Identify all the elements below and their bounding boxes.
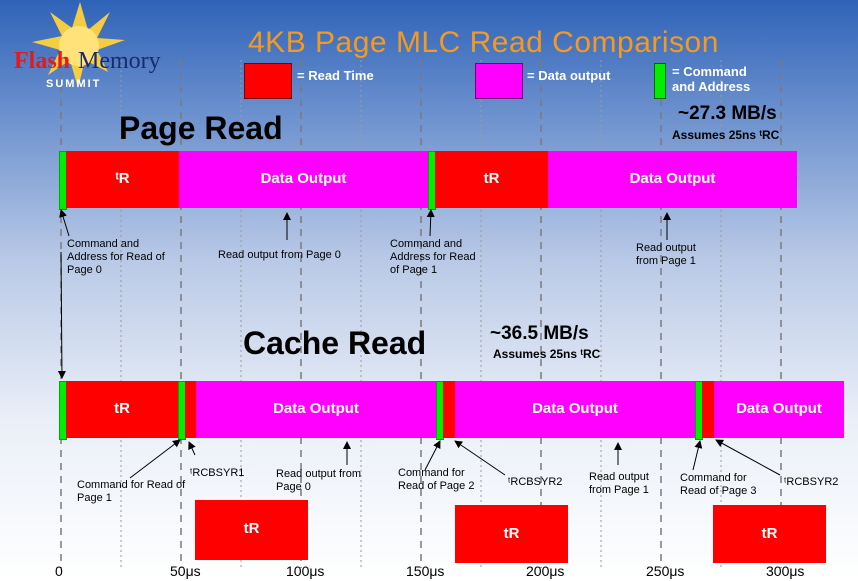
note-cmd-read-page2: Command for Read of Page 2: [398, 467, 474, 493]
legend-read-label: = Read Time: [297, 68, 374, 83]
note-line: ᵗRCBSYR2: [508, 476, 563, 488]
page-title: 4KB Page MLC Read Comparison: [248, 26, 719, 59]
note-line: Command for: [680, 472, 747, 484]
read-block: tR: [66, 381, 178, 438]
note-rcbsyr1: ᵗRCBSYR1: [190, 467, 244, 480]
rcbsyr-block: [702, 381, 714, 438]
note-line: from Page 1: [636, 255, 696, 267]
note-rcbsyr2-a: ᵗRCBSYR2: [508, 476, 562, 489]
note-read-output-page1: Read output from Page 1: [636, 242, 696, 268]
read-block: tR: [713, 505, 826, 563]
note-read-output-page0: Read output from Page 0: [218, 249, 341, 262]
legend-cmd-label-2: and Address: [672, 79, 751, 94]
data-output-block: Data Output: [548, 151, 797, 208]
legend-data-label: = Data output: [527, 68, 611, 83]
page-read-rate: ~27.3 MB/s: [678, 103, 777, 124]
page-read-assumes: Assumes 25ns ᵗRC: [672, 128, 780, 142]
note-line: Command for Read of: [77, 479, 186, 491]
note-line: Read of Page 3: [680, 485, 757, 497]
note-line: Page 1: [77, 492, 112, 504]
note-rcbsyr2-b: ᵗRCBSYR2: [784, 476, 838, 489]
axis-tick: 300μs: [766, 563, 805, 579]
note-cache-output-page0: Read output from Page 0: [276, 468, 361, 494]
page-read-heading: Page Read: [119, 110, 283, 146]
data-output-label: Data Output: [629, 170, 716, 187]
data-output-label: Data Output: [532, 400, 618, 417]
rcbsyr-block: [185, 381, 196, 438]
note-line: from Page 1: [589, 484, 649, 496]
note-line: ᵗRCBSYR1: [190, 467, 245, 479]
read-block-label: tR: [761, 525, 778, 542]
read-block: tR: [455, 505, 568, 563]
rcbsyr-block: [443, 381, 455, 438]
note-line: Page 0: [276, 481, 311, 493]
data-output-block: Data Output: [455, 381, 695, 438]
data-output-label: Data Output: [260, 170, 347, 187]
data-output-label: Data Output: [273, 400, 359, 417]
flash-memory-summit-logo: Flash Memory SUMMIT: [14, 2, 161, 90]
note-line: ᵗRCBSYR2: [784, 476, 839, 488]
note-line: Address for Read of: [67, 251, 165, 263]
note-cmd-page1: Command and Address for Read of Page 1: [390, 238, 476, 277]
note-line: Read of Page 2: [398, 480, 475, 492]
note-line: Command and: [390, 238, 463, 250]
svg-text:Memory: Memory: [78, 48, 161, 74]
data-output-block: Data Output: [179, 151, 428, 208]
read-block: tR: [195, 500, 308, 560]
axis-tick: 150μs: [406, 563, 445, 579]
read-block: ᵗR: [66, 151, 179, 208]
cache-read-assumes: Assumes 25ns ᵗRC: [493, 347, 601, 361]
note-line: Address for Read: [390, 251, 476, 263]
axis-tick: 100μs: [286, 563, 325, 579]
read-block-label: tR: [114, 400, 130, 417]
note-cmd-page0: Command and Address for Read of Page 0: [67, 238, 165, 277]
axis-tick: 250μs: [646, 563, 685, 579]
read-block-label: tR: [483, 170, 500, 187]
legend-read-swatch: [244, 63, 292, 99]
note-line: Command and: [67, 238, 140, 250]
read-block: tR: [435, 151, 548, 208]
note-line: Read output: [589, 471, 649, 483]
data-output-block: Data Output: [196, 381, 436, 438]
legend-cmd-label-1: = Command: [672, 64, 747, 79]
data-output-label: Data Output: [736, 400, 822, 417]
axis-tick: 200μs: [526, 563, 565, 579]
note-line: Read output from: [276, 468, 361, 480]
read-block-label: ᵗR: [115, 170, 130, 187]
note-cmd-read-page1: Command for Read of Page 1: [77, 479, 185, 505]
axis-tick: 50μs: [170, 563, 201, 579]
legend-cmd-swatch: [654, 63, 666, 99]
read-block-label: tR: [243, 520, 260, 537]
cache-read-heading: Cache Read: [243, 325, 427, 361]
note-cmd-read-page3: Command for Read of Page 3: [680, 472, 756, 498]
data-output-block: Data Output: [714, 381, 844, 438]
note-line: of Page 1: [390, 264, 438, 276]
legend-data-swatch: [475, 63, 523, 99]
note-line: Read output: [636, 242, 696, 254]
note-cache-output-page1: Read output from Page 1: [589, 471, 649, 497]
note-line: Command for: [398, 467, 465, 479]
svg-text:SUMMIT: SUMMIT: [46, 78, 101, 90]
cache-read-rate: ~36.5 MB/s: [490, 323, 589, 344]
note-line: Page 0: [67, 264, 102, 276]
svg-text:Flash: Flash: [14, 48, 70, 74]
axis-tick: 0: [55, 563, 63, 579]
read-block-label: tR: [503, 525, 520, 542]
note-line: Read output from Page 0: [218, 249, 341, 261]
